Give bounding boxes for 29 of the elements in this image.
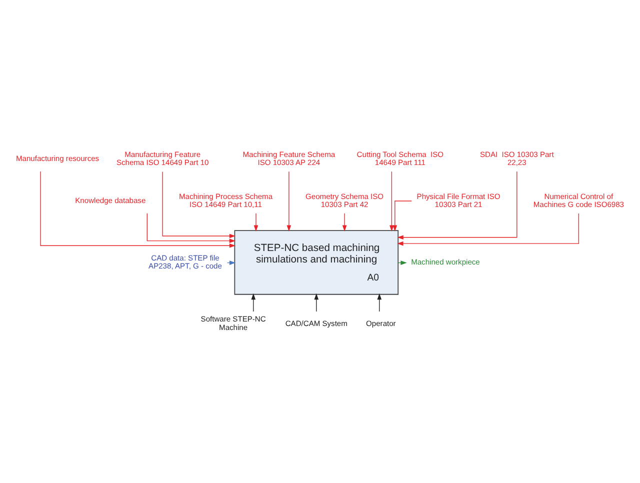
arrow <box>397 213 580 246</box>
arrow <box>251 293 256 312</box>
node-text: Manufacturing Feature Schema ISO 14649 Part 10 <box>116 150 209 168</box>
node-text: Machining Process Schema ISO 14649 Part 10,11 <box>178 192 273 210</box>
arrow <box>377 293 382 312</box>
arrow <box>286 171 292 232</box>
arrow <box>146 213 236 243</box>
node-text: Cutting Tool Schema ISO 14649 Part 111 <box>356 150 444 168</box>
node-text: Physical File Format ISO 10303 Part 21 <box>416 192 500 210</box>
node-text: Software STEP-NC Machine <box>200 314 266 332</box>
arrow <box>390 171 394 232</box>
arrow <box>162 171 236 238</box>
node-text: Machining Feature Schema ISO 10303 AP 224 <box>242 150 336 168</box>
node-text: CAD/CAM System <box>285 318 348 328</box>
node-text: Manufacturing resources <box>16 154 100 164</box>
arrow <box>342 213 347 232</box>
node-text: CAD data: STEP file AP238, APT, G - code <box>148 253 222 270</box>
node-text: Machined workpiece <box>411 257 480 266</box>
node-text: SDAI ISO 10303 Part 22,23 <box>480 150 554 168</box>
arrow <box>314 293 319 312</box>
arrow <box>397 171 518 240</box>
node-text: Geometry Schema ISO 10303 Part 42 <box>306 192 384 210</box>
arrow <box>40 171 236 248</box>
arrow <box>392 200 412 232</box>
node-text: Knowledge database <box>75 196 146 205</box>
node-text: Numerical Control of Machines G code ISO6983 <box>533 192 624 210</box>
node-box: STEP-NC based machining simulations and machining A0 <box>234 230 399 295</box>
node-text: Operator <box>366 318 396 328</box>
arrow <box>254 213 258 232</box>
